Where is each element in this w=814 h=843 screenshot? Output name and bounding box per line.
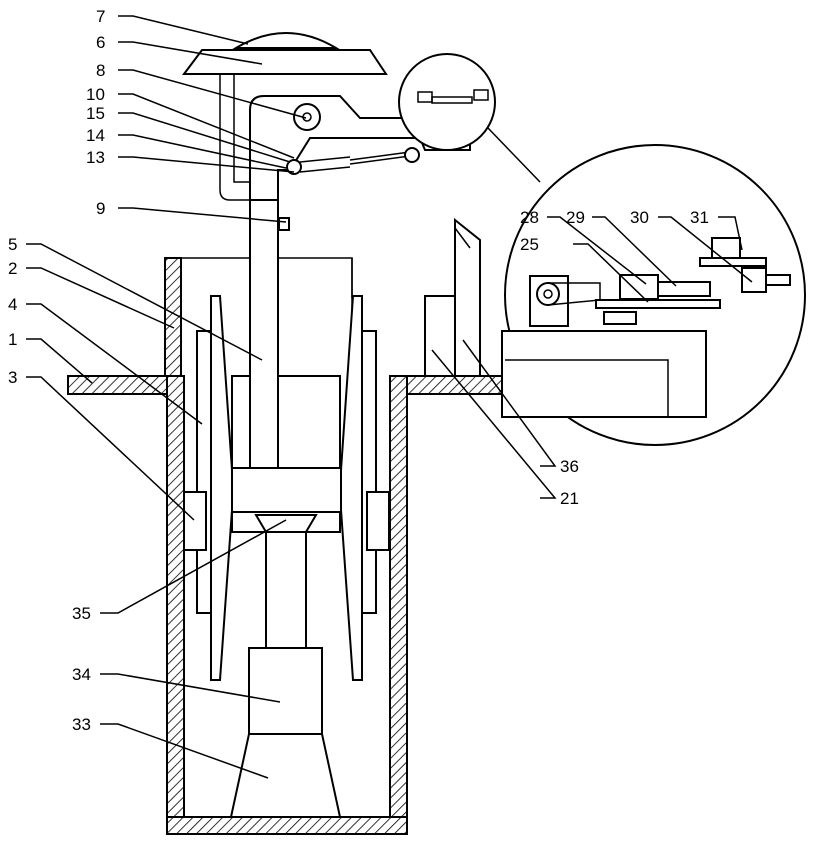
label-9: 9	[96, 199, 105, 218]
label-2: 2	[8, 259, 17, 278]
label-21: 21	[560, 489, 579, 508]
label-7: 7	[96, 7, 105, 26]
detail-view	[488, 128, 805, 445]
label-14: 14	[86, 126, 105, 145]
label-3: 3	[8, 368, 17, 387]
lower-assembly	[231, 515, 340, 817]
label-15: 15	[86, 104, 105, 123]
arm-mechanism	[250, 54, 495, 200]
label-25: 25	[520, 235, 539, 254]
label-5: 5	[8, 235, 17, 254]
label-10: 10	[86, 85, 105, 104]
label-35: 35	[72, 604, 91, 623]
label-33: 33	[72, 715, 91, 734]
label-30: 30	[630, 208, 649, 227]
label-6: 6	[96, 33, 105, 52]
label-36: 36	[560, 457, 579, 476]
label-29: 29	[566, 208, 585, 227]
label-8: 8	[96, 61, 105, 80]
label-13: 13	[86, 148, 105, 167]
label-4: 4	[8, 295, 17, 314]
label-28: 28	[520, 208, 539, 227]
label-31: 31	[690, 208, 709, 227]
label-1: 1	[8, 330, 17, 349]
inner-chambers	[232, 376, 340, 532]
label-34: 34	[72, 665, 91, 684]
